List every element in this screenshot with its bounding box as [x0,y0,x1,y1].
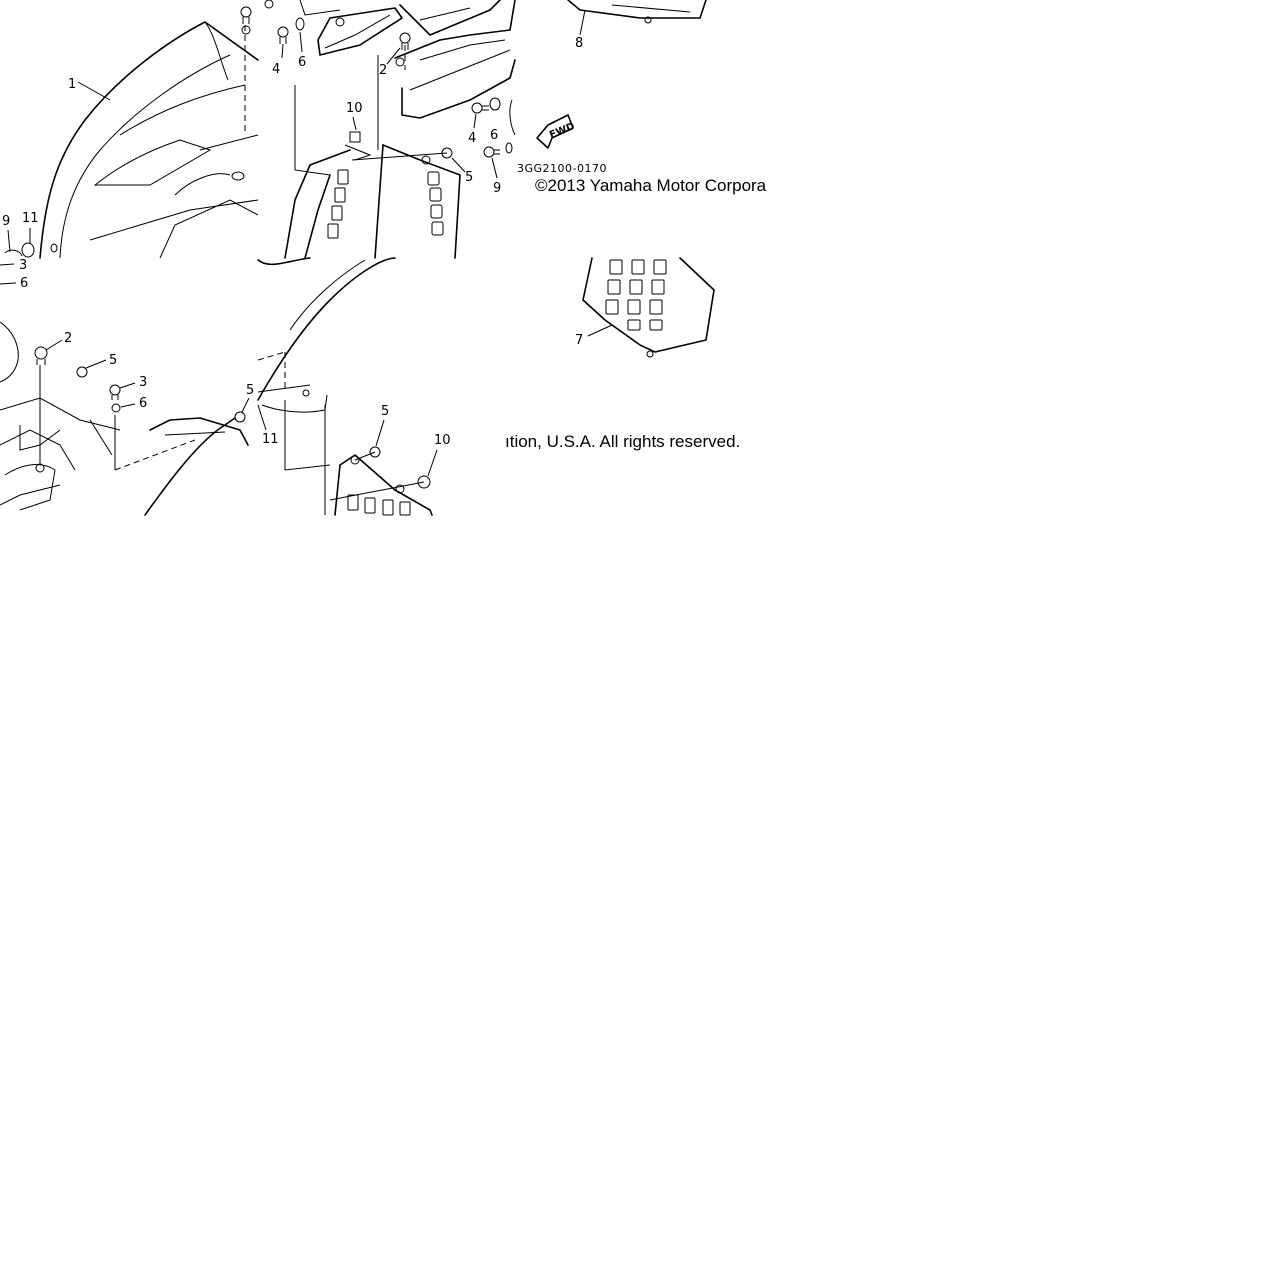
callouts-top-middle: 10 2 5 [346,47,473,185]
callout-6-lower: 6 [139,396,147,411]
bolt-group-top-right: 4 6 9 [468,97,516,196]
lower-grille-drawing [329,446,433,516]
callout-10: 10 [346,101,363,116]
callout-8: 8 [575,36,583,51]
callouts-bottom-middle: 5 10 [375,404,451,477]
callout-4-right: 4 [468,131,476,146]
callout-9: 9 [2,214,10,229]
rear-fender-drawing [39,21,259,259]
callout-5-grille: 5 [381,404,389,419]
drawing-code: 3GG2100-0170 [517,162,607,175]
front-panel-drawing: 8 [567,0,707,51]
callout-6: 6 [298,55,306,70]
callout-11: 11 [22,211,39,226]
bolt-group-top-left [4,0,305,258]
fwd-arrow-icon: FWD [536,114,576,149]
callout-1: 1 [68,77,76,92]
lower-fender-drawing [0,321,249,516]
callouts-top-left: 1 4 6 9 11 [2,31,306,253]
callout-2: 2 [379,63,387,78]
copyright-line-1: ©2013 Yamaha Motor Corpora [535,176,767,195]
callout-6-left: 6 [20,276,28,291]
side-panel-drawing [284,144,461,259]
callout-10-grille: 10 [434,433,451,448]
front-grille-drawing: 7 [575,257,715,358]
callout-2-lower: 2 [64,331,72,346]
callouts-bottom-left: 3 6 2 5 3 6 5 11 [0,258,279,447]
callout-9-right: 9 [493,181,501,196]
callout-11-side: 11 [262,432,279,447]
callout-5: 5 [465,170,473,185]
callout-3: 3 [19,258,27,273]
rear-fender-side-drawing [257,257,396,515]
bolt-group-bottom-left [34,346,246,423]
callout-3-lower: 3 [139,375,147,390]
callout-5-lower: 5 [109,353,117,368]
callout-7: 7 [575,333,583,348]
copyright-line-2: ıtion, U.S.A. All rights reserved. [505,432,740,451]
callout-5-side: 5 [246,383,254,398]
callout-4: 4 [272,62,280,77]
bracket-drawing [294,0,516,176]
fwd-label: FWD [548,121,576,141]
callout-6-right: 6 [490,128,498,143]
